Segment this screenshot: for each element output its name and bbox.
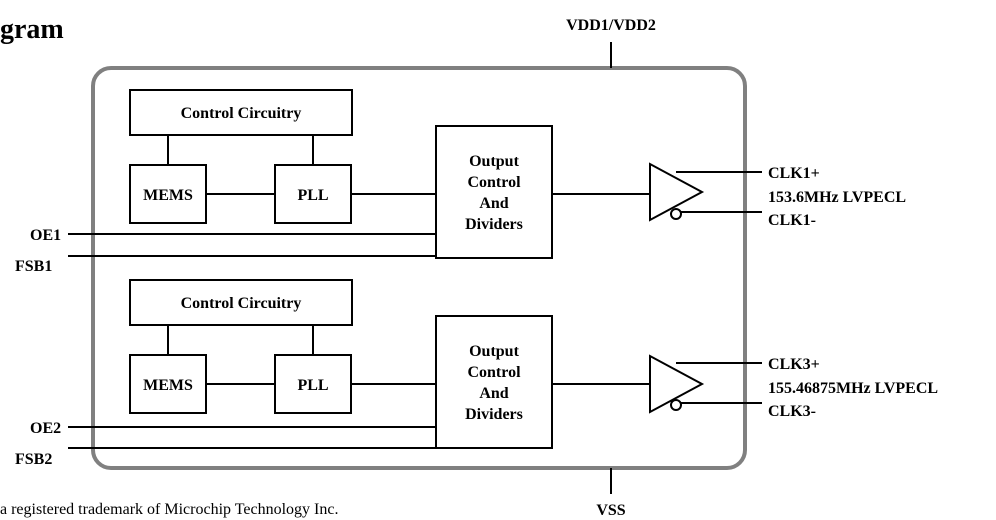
fsb-label: FSB1	[15, 258, 52, 275]
output-line-4: Dividers	[465, 406, 523, 423]
control-circuitry-label: Control Circuitry	[181, 295, 302, 312]
output-control-block	[435, 315, 553, 449]
fsb-label: FSB2	[15, 451, 52, 468]
oe-label: OE1	[30, 227, 61, 244]
mems-label: MEMS	[143, 187, 193, 204]
page-heading: gram	[0, 14, 64, 45]
lvpecl-buffer	[649, 162, 705, 222]
frequency-label: 155.46875MHz LVPECL	[768, 380, 938, 397]
inverting-bubble	[670, 208, 682, 220]
trademark-footnote: a registered trademark of Microchip Tech…	[0, 501, 339, 518]
output-line-1: Output	[469, 153, 519, 170]
clk-pos-label: CLK1+	[768, 165, 820, 182]
pll-label: PLL	[297, 187, 328, 204]
frequency-label: 153.6MHz LVPECL	[768, 189, 906, 206]
lvpecl-buffer	[649, 354, 705, 414]
mems-block	[129, 354, 207, 414]
output-line-4: Dividers	[465, 216, 523, 233]
vss-label: VSS	[596, 502, 625, 519]
mems-block	[129, 164, 207, 224]
control-circuitry-label: Control Circuitry	[181, 105, 302, 122]
output-line-3: And	[479, 195, 508, 212]
oe-label: OE2	[30, 420, 61, 437]
output-control-block	[435, 125, 553, 259]
channel-2: Control Circuitry MEMS PLL Output Contro…	[15, 279, 938, 468]
clk-neg-label: CLK1-	[768, 212, 816, 229]
inverting-bubble	[670, 399, 682, 411]
output-line-3: And	[479, 385, 508, 402]
control-circuitry-block	[129, 89, 353, 136]
clk-pos-label: CLK3+	[768, 356, 820, 373]
channel-1: Control Circuitry MEMS PLL Output Contro…	[15, 89, 906, 275]
pll-label: PLL	[297, 377, 328, 394]
output-line-1: Output	[469, 343, 519, 360]
vdd-label: VDD1/VDD2	[566, 17, 656, 34]
package-outline	[91, 66, 747, 470]
output-line-2: Control	[467, 174, 521, 191]
output-line-2: Control	[467, 364, 521, 381]
mems-label: MEMS	[143, 377, 193, 394]
control-circuitry-block	[129, 279, 353, 326]
clk-neg-label: CLK3-	[768, 403, 816, 420]
pll-block	[274, 354, 352, 414]
